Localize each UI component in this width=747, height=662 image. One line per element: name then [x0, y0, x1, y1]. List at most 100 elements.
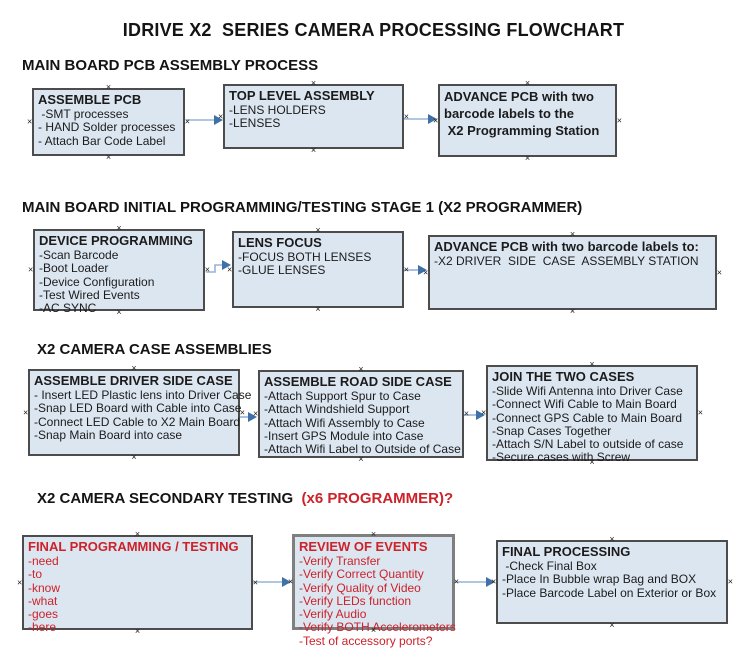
- box-item: -Place Barcode Label on Exterior or Box: [502, 585, 717, 600]
- box-items: -LENS HOLDERS-LENSES: [229, 103, 398, 131]
- box-item: -Snap Cases Together: [492, 423, 612, 438]
- box-items: -SMT processes- HAND Solder processes- A…: [38, 107, 179, 148]
- box-item: -Snap Main Board into case: [34, 427, 183, 442]
- flow-arrow: [186, 115, 223, 125]
- connection-handle-icon: ×: [716, 267, 722, 277]
- connection-handle-icon: ×: [116, 223, 122, 233]
- box-title: ADVANCE PCB with two barcode labels to:: [434, 239, 699, 254]
- connection-handle-icon: ×: [134, 529, 141, 539]
- box-items: -Check Final Box-Place In Bubble wrap Ba…: [502, 559, 722, 600]
- box-item: - Attach Bar Code Label: [38, 133, 166, 148]
- connection-handle-icon: ×: [131, 452, 137, 462]
- connection-handle-icon: ×: [569, 306, 576, 316]
- connection-handle-icon: ×: [134, 626, 141, 636]
- box-item: -Verify Transfer: [299, 554, 381, 568]
- connection-handle-icon: ×: [23, 407, 29, 417]
- connection-handle-icon: ×: [524, 78, 531, 88]
- connection-handle-icon: ×: [423, 267, 429, 277]
- box-item: -SMT processes: [38, 107, 129, 121]
- box-item: -Verify BOTH Accelerometers: [299, 620, 456, 635]
- flow-box-advance-pcb-driver-side-station: ADVANCE PCB with two barcode labels to: …: [423, 230, 722, 316]
- section-header-red-part: (x6 PROGRAMMER)?: [301, 490, 454, 507]
- box-items: -Verify Transfer-Verify Correct Quantity…: [299, 554, 456, 648]
- flow-box-final-programming-testing: FINAL PROGRAMMING / TESTING -need-to-kno…: [17, 530, 258, 636]
- box-item: X2 Programming Station: [444, 123, 600, 138]
- box-title: FINAL PROGRAMMING / TESTING: [28, 539, 239, 554]
- box-title: ASSEMBLE PCB: [38, 92, 142, 107]
- flow-arrow: [253, 577, 291, 587]
- connection-handle-icon: ×: [218, 111, 224, 121]
- connection-handle-icon: ×: [105, 82, 112, 92]
- box-items: -X2 DRIVER SIDE CASE ASSEMBLY STATION: [434, 254, 711, 268]
- box-title: LENS FOCUS: [238, 235, 322, 250]
- box-item: -LENS HOLDERS: [229, 103, 326, 117]
- connection-handle-icon: ×: [616, 115, 622, 125]
- box-item: -FOCUS BOTH LENSES: [238, 250, 372, 264]
- connection-handle-icon: ×: [481, 407, 487, 418]
- connection-handle-icon: ×: [131, 363, 137, 373]
- box-item: -need: [28, 554, 59, 568]
- flow-arrow: [404, 265, 427, 275]
- box-items: -Slide Wifi Antenna into Driver Case-Con…: [492, 384, 692, 465]
- connection-handle-icon: ×: [727, 576, 733, 587]
- box-items: -FOCUS BOTH LENSES-GLUE LENSES: [238, 250, 398, 278]
- connection-handle-icon: ×: [524, 153, 531, 163]
- box-item: -Verify LEDs function: [299, 593, 412, 608]
- connection-handle-icon: ×: [491, 576, 497, 587]
- connection-handle-icon: ×: [370, 529, 377, 539]
- connection-handle-icon: ×: [27, 116, 33, 127]
- box-item: -Place In Bubble wrap Bag and BOX: [502, 572, 697, 587]
- box-item: -X2 DRIVER SIDE CASE ASSEMBLY STATION: [434, 254, 699, 268]
- box-item: barcode labels to the: [444, 106, 575, 121]
- box-title: ASSEMBLE DRIVER SIDE CASE: [34, 373, 233, 388]
- box-item: -Device Configuration: [39, 274, 155, 289]
- connection-handle-icon: ×: [204, 264, 210, 275]
- connection-handle-icon: ×: [116, 307, 122, 317]
- flow-box-assemble-driver-side-case: ASSEMBLE DRIVER SIDE CASE - Insert LED P…: [23, 364, 252, 462]
- box-item: -AC SYNC: [39, 301, 97, 316]
- box-item: -Verify Audio: [299, 607, 367, 622]
- flow-arrow: [404, 114, 437, 124]
- flow-box-lens-focus: LENS FOCUS -FOCUS BOTH LENSES-GLUE LENSE…: [227, 226, 409, 314]
- connection-handle-icon: ×: [105, 152, 112, 162]
- box-title: REVIEW OF EVENTS: [299, 539, 428, 554]
- flow-box-device-programming: DEVICE PROGRAMMING -Scan Barcode-Boot Lo…: [28, 224, 210, 317]
- connection-handle-icon: ×: [252, 577, 258, 587]
- box-item: -Attach Wifi Assembly to Case: [264, 415, 425, 430]
- connection-handle-icon: ×: [589, 457, 595, 467]
- box-items: -Attach Support Spur to Case-Attach Wind…: [264, 389, 461, 457]
- box-item: -Scan Barcode: [39, 248, 119, 262]
- flow-box-review-of-events: REVIEW OF EVENTS -Verify Transfer-Verify…: [288, 530, 459, 648]
- flow-box-top-level-assembly: TOP LEVEL ASSEMBLY -LENS HOLDERS-LENSES …: [218, 79, 409, 155]
- box-item: -Attach Support Spur to Case: [264, 389, 421, 403]
- connection-handle-icon: ×: [253, 408, 259, 419]
- box-item: -Attach Windshield Support: [264, 402, 410, 417]
- flow-box-assemble-road-side-case: ASSEMBLE ROAD SIDE CASE -Attach Support …: [253, 365, 469, 464]
- box-item: - HAND Solder processes: [38, 120, 176, 135]
- flow-arrow: [455, 577, 495, 587]
- box-item: -Attach Wifi Label to Outside of Case: [264, 442, 461, 457]
- box-item: -GLUE LENSES: [238, 263, 326, 278]
- box-item: -Snap LED Board with Cable into Case: [34, 401, 242, 416]
- connection-handle-icon: ×: [569, 229, 576, 239]
- flow-arrow: [240, 412, 257, 422]
- section-header-case-assemblies: X2 CAMERA CASE ASSEMBLIES: [37, 341, 272, 358]
- box-items: -Scan Barcode-Boot Loader-Device Configu…: [39, 248, 199, 316]
- box-item: -Test Wired Events: [39, 287, 140, 302]
- section-header-pcb-assembly: MAIN BOARD PCB ASSEMBLY PROCESS: [22, 57, 319, 74]
- box-item: - Insert LED Plastic lens into Driver Ca…: [34, 388, 252, 402]
- box-item: -to: [28, 567, 43, 582]
- box-item: -Verify Quality of Video: [299, 580, 421, 595]
- box-item: -Insert GPS Module into Case: [264, 428, 424, 443]
- connection-handle-icon: ×: [315, 304, 321, 314]
- box-items: barcode labels to the X2 Programming Sta…: [444, 105, 611, 139]
- connection-handle-icon: ×: [433, 115, 439, 125]
- connection-handle-icon: ×: [609, 534, 615, 544]
- flow-arrow: [464, 410, 485, 420]
- box-item: -what: [28, 593, 58, 608]
- connection-handle-icon: ×: [310, 78, 317, 88]
- connection-handle-icon: ×: [358, 364, 364, 374]
- flow-box-advance-pcb-programming-station: ADVANCE PCB with two barcode labels to t…: [433, 79, 622, 163]
- connection-handle-icon: ×: [453, 576, 459, 587]
